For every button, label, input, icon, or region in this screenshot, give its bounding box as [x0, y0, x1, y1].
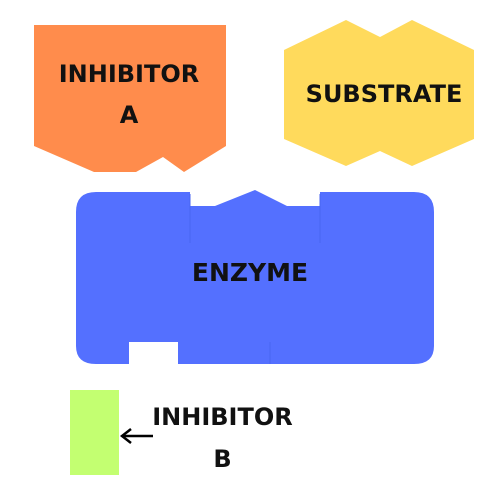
inhibitor-a-shape — [34, 25, 226, 172]
inhibitor-b-label-line1: INHIBITOR — [152, 403, 293, 431]
inhibitor-a-label-line1: INHIBITOR — [58, 60, 200, 88]
inhibitor-b-label-line2: B — [213, 445, 232, 473]
inhibitor-b-arrow-icon — [119, 428, 153, 444]
enzyme-label: ENZYME — [191, 258, 309, 287]
substrate-shape — [284, 20, 474, 166]
inhibitor-b-shape — [70, 390, 119, 475]
enzyme-shape — [76, 190, 434, 364]
substrate-label: SUBSTRATE — [305, 80, 463, 108]
arrow-head — [119, 428, 132, 444]
inhibitor-a-label-line2: A — [119, 101, 139, 129]
